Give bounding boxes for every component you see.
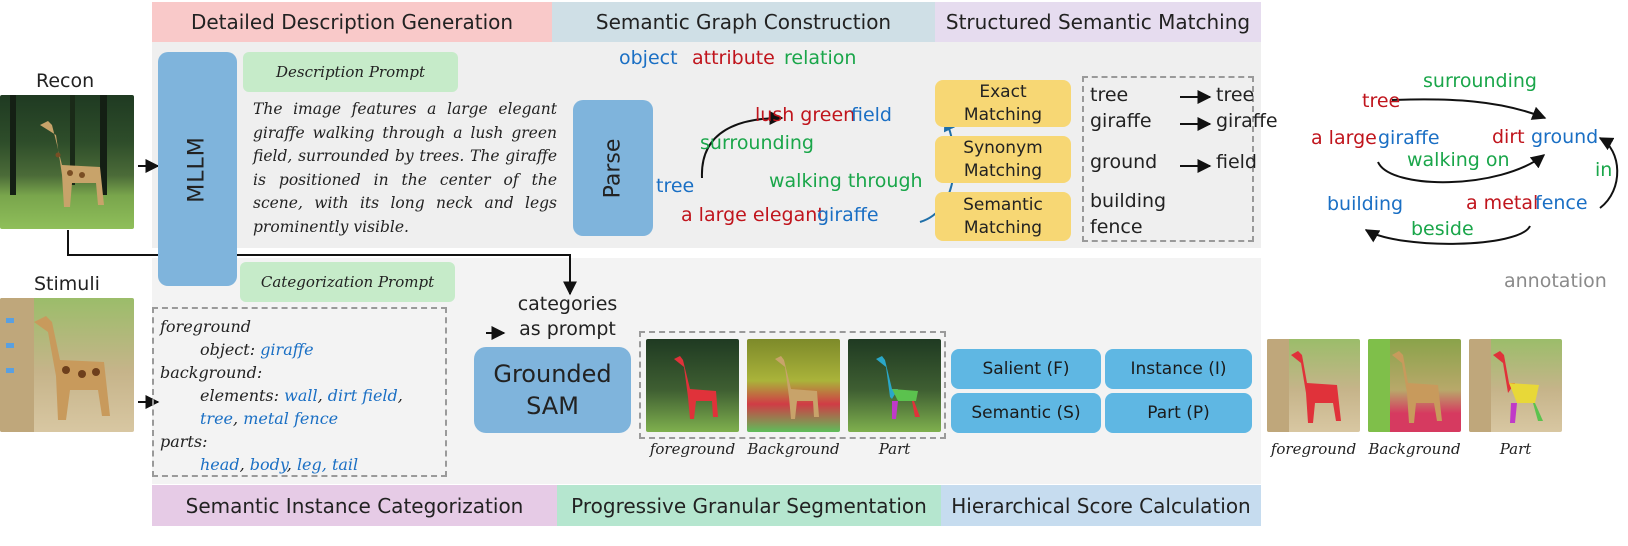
semantic-matching-box: Semantic Matching bbox=[935, 192, 1071, 241]
score-salient: Salient (F) bbox=[951, 349, 1101, 389]
annot-arrow-surrounding bbox=[1391, 98, 1547, 120]
match-list-box bbox=[1082, 76, 1254, 242]
cat-part-head: head bbox=[200, 455, 240, 474]
cat-foreground: foreground bbox=[160, 317, 252, 336]
arrow-recon-to-categories bbox=[67, 230, 577, 296]
annot-arrow-in bbox=[1598, 137, 1619, 209]
grounded-sam-block: Grounded SAM bbox=[474, 347, 631, 433]
annot-arrow-walking bbox=[1377, 154, 1546, 184]
cat-object-key: object: bbox=[200, 340, 256, 359]
annot-giraffe: giraffe bbox=[1378, 127, 1440, 149]
synonym-matching-box: Synonym Matching bbox=[935, 136, 1071, 183]
cat-element-wall: wall bbox=[284, 386, 318, 405]
graph-giraffe: giraffe bbox=[817, 204, 879, 226]
graph-a-large-elegant: a large elegant bbox=[681, 204, 825, 226]
parse-block: Parse bbox=[573, 100, 653, 236]
graph-field: field bbox=[851, 104, 892, 126]
annot-tree: tree bbox=[1362, 90, 1401, 112]
header-graph-construction: Semantic Graph Construction bbox=[552, 2, 935, 42]
score-part: Part (P) bbox=[1105, 393, 1252, 433]
header-semantic-matching: Structured Semantic Matching bbox=[935, 2, 1261, 42]
annot-in: in bbox=[1595, 159, 1613, 181]
seg-caption-foreground: foreground bbox=[649, 440, 736, 458]
cat-element-tree: tree bbox=[200, 409, 234, 428]
recon-image bbox=[0, 95, 134, 229]
segmentation-box bbox=[639, 331, 946, 439]
match-from-2: giraffe bbox=[1090, 110, 1152, 132]
seg-background-image bbox=[747, 339, 840, 432]
graph-walking-through: walking through bbox=[769, 170, 923, 192]
cat-element-dirt-field: dirt field bbox=[327, 386, 398, 405]
seg-foreground-image bbox=[646, 339, 739, 432]
footer-instance-categorization: Semantic Instance Categorization bbox=[152, 485, 557, 526]
cat-parts: parts: bbox=[160, 432, 208, 451]
match-from-3: ground bbox=[1090, 151, 1158, 173]
parse-label: Parse bbox=[600, 138, 626, 198]
annot-surrounding: surrounding bbox=[1423, 70, 1537, 92]
description-prompt-tag: Description Prompt bbox=[243, 52, 458, 92]
annot-a-metal: a metal bbox=[1466, 192, 1539, 214]
annot-part-image bbox=[1469, 339, 1562, 432]
footer-granular-segmentation: Progressive Granular Segmentation bbox=[557, 485, 941, 526]
annot-beside: beside bbox=[1411, 218, 1474, 240]
stimuli-label: Stimuli bbox=[34, 273, 100, 295]
score-instance: Instance (I) bbox=[1105, 349, 1252, 389]
legend-relation: relation bbox=[784, 47, 857, 69]
cat-background: background: bbox=[160, 363, 263, 382]
arrow-tree-to-field bbox=[700, 111, 784, 179]
score-semantic: Semantic (S) bbox=[951, 393, 1101, 433]
cat-element-metal-fence: metal fence bbox=[243, 409, 339, 428]
annotation-label: annotation bbox=[1504, 270, 1607, 292]
match-to-2: giraffe bbox=[1216, 110, 1278, 132]
legend-object: object bbox=[619, 47, 678, 69]
description-text: The image features a large elegant giraf… bbox=[253, 100, 557, 236]
annot-foreground-image bbox=[1267, 339, 1360, 432]
annot-building: building bbox=[1327, 193, 1404, 215]
graph-lush-green: lush green bbox=[755, 104, 856, 126]
cat-part-body: body bbox=[249, 455, 287, 474]
seg-caption-part: Part bbox=[878, 440, 911, 458]
annot-caption-part: Part bbox=[1499, 440, 1532, 458]
mllm-block: MLLM bbox=[158, 52, 237, 286]
exact-matching-box: Exact Matching bbox=[935, 80, 1071, 127]
annot-caption-foreground: foreground bbox=[1270, 440, 1357, 458]
categorization-box: foreground object: giraffe background: e… bbox=[152, 307, 447, 477]
legend-attribute: attribute bbox=[692, 47, 775, 69]
annot-background-image bbox=[1368, 339, 1461, 432]
match-from-1: tree bbox=[1090, 84, 1129, 106]
cat-part-leg-tail: leg, tail bbox=[296, 455, 359, 474]
annot-fence: fence bbox=[1535, 192, 1588, 214]
mllm-label: MLLM bbox=[184, 135, 210, 203]
unmatched-building: building bbox=[1090, 190, 1167, 212]
footer-score-calculation: Hierarchical Score Calculation bbox=[941, 485, 1261, 526]
annot-a-large: a large bbox=[1311, 127, 1377, 149]
annot-walking-on: walking on bbox=[1407, 149, 1510, 171]
header-description-generation: Detailed Description Generation bbox=[152, 2, 552, 42]
graph-tree: tree bbox=[656, 175, 695, 197]
stimuli-image bbox=[0, 298, 134, 432]
cat-elements-key: elements: bbox=[200, 386, 280, 405]
annot-ground: ground bbox=[1531, 126, 1599, 148]
annot-arrow-beside bbox=[1364, 225, 1531, 245]
seg-part-image bbox=[848, 339, 941, 432]
annot-caption-background: Background bbox=[1368, 440, 1461, 458]
annot-dirt: dirt bbox=[1492, 126, 1525, 148]
match-to-1: tree bbox=[1216, 84, 1255, 106]
seg-caption-background: Background bbox=[747, 440, 840, 458]
recon-label: Recon bbox=[36, 70, 95, 92]
unmatched-fence: fence bbox=[1090, 216, 1143, 238]
cat-object-val: giraffe bbox=[260, 340, 314, 359]
graph-surrounding: surrounding bbox=[700, 132, 814, 154]
match-to-3: field bbox=[1216, 151, 1257, 173]
categorization-prompt-tag: Categorization Prompt bbox=[240, 262, 455, 302]
categories-as-prompt: categories as prompt bbox=[517, 293, 618, 340]
